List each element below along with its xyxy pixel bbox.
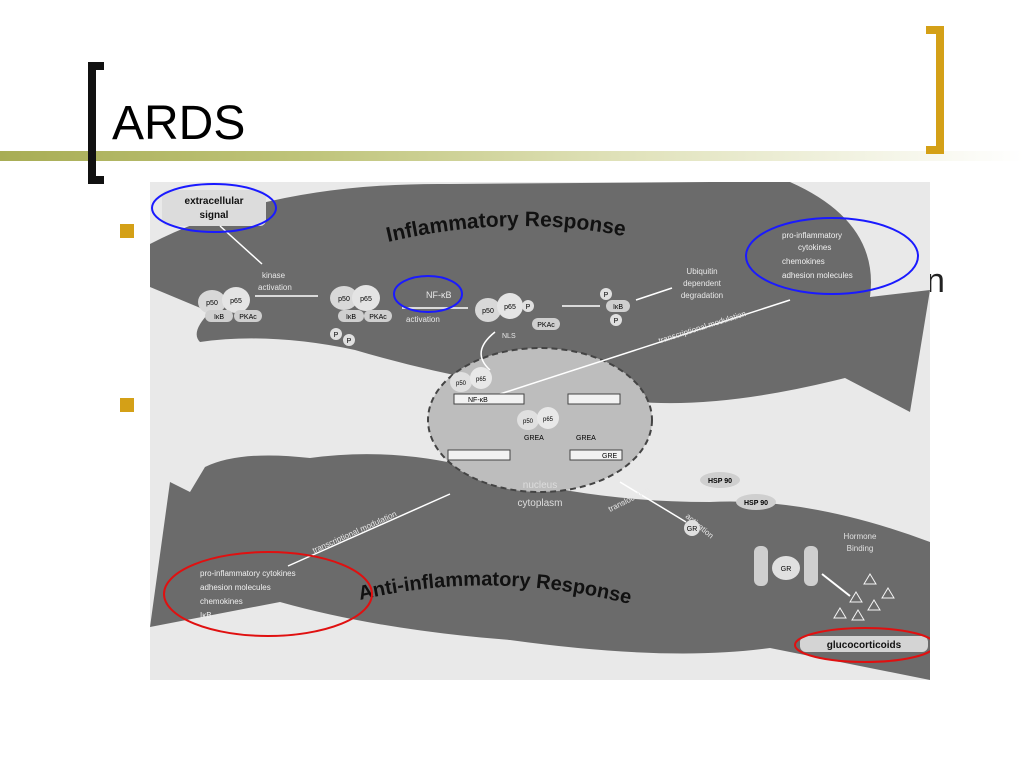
svg-text:adhesion molecules: adhesion molecules	[782, 271, 853, 280]
highlight-pro-inflammatory	[745, 217, 919, 295]
svg-text:GREA: GREA	[576, 435, 596, 442]
nfkb-free-dimer: p50 p65 P PKAc NLS	[475, 293, 560, 340]
svg-text:HSP 90: HSP 90	[744, 500, 768, 507]
kinase-activation-line-2: activation	[258, 283, 292, 292]
hsp90-chaperones: HSP 90 HSP 90	[700, 472, 776, 510]
svg-text:adhesion molecules: adhesion molecules	[200, 583, 271, 592]
glucocorticoids-box	[800, 636, 928, 652]
gr-hsp90-complex: GR	[754, 546, 818, 586]
svg-text:IκB: IκB	[613, 304, 623, 311]
svg-text:P: P	[526, 304, 531, 311]
svg-text:cytokines: cytokines	[798, 243, 831, 252]
svg-text:p65: p65	[476, 377, 487, 383]
glucocorticoid-molecules	[833, 573, 895, 621]
hormone-binding-line-2: Binding	[847, 544, 874, 553]
extracellular-signal-line-1: extracellular	[185, 196, 244, 207]
svg-text:p65: p65	[230, 298, 242, 305]
highlight-anti-inflammatory-effects	[163, 551, 373, 637]
svg-text:GRE: GRE	[602, 453, 618, 460]
left-bracket-decoration	[88, 62, 104, 184]
svg-text:p65: p65	[504, 304, 516, 311]
gr-monomer	[684, 520, 700, 536]
bullet-marker	[120, 224, 134, 238]
extracellular-signal-line-2: signal	[200, 210, 229, 221]
ikb-degradation-complex: P IκB P	[600, 288, 630, 326]
svg-text:p50: p50	[482, 308, 494, 315]
svg-text:IκB: IκB	[214, 314, 224, 321]
svg-text:P: P	[334, 332, 339, 339]
svg-text:P: P	[347, 338, 352, 345]
svg-text:IκB: IκB	[346, 314, 356, 321]
svg-text:chemokines: chemokines	[782, 257, 825, 266]
nucleus-contents: p50 p65 NF-κB p50 p65 GREA GREA GRE	[447, 367, 623, 461]
svg-text:NLS: NLS	[502, 333, 516, 340]
ubiquitin-line-1: Ubiquitin	[686, 267, 717, 276]
svg-text:PKAc: PKAc	[239, 314, 257, 321]
hormone-binding-line-1: Hormone	[844, 532, 877, 541]
svg-text:IκB: IκB	[200, 611, 212, 620]
degradation-arrow-2	[635, 287, 673, 301]
highlight-glucocorticoids	[794, 627, 930, 663]
svg-text:GR: GR	[781, 566, 792, 573]
svg-text:GR: GR	[687, 526, 698, 533]
nuclear-import-arrow	[480, 331, 496, 371]
bullet-marker	[120, 398, 134, 412]
svg-text:PKAc: PKAc	[369, 314, 387, 321]
svg-text:p50: p50	[456, 381, 467, 387]
transcriptional-arrow-bottom	[287, 493, 451, 567]
translocation-arrow	[619, 481, 687, 523]
pro-inflammatory-effects-list: pro-inflammatory cytokines chemokines ad…	[782, 231, 853, 280]
slide-title: ARDS	[112, 97, 246, 150]
svg-text:p50: p50	[206, 300, 218, 307]
inflammatory-arrow-band	[150, 182, 930, 412]
svg-text:pro-inflammatory cytokines: pro-inflammatory cytokines	[200, 569, 296, 578]
protein-complex-phosphorylated: p50 p65 IκB PKAc P P	[330, 285, 392, 346]
ards-pathway-diagram: nucleus cytoplasm Inflammatory Response …	[150, 182, 930, 680]
svg-text:GREA: GREA	[524, 435, 544, 442]
kinase-activation-line-1: kinase	[262, 271, 286, 280]
cytoplasm-label: cytoplasm	[517, 498, 562, 509]
highlight-nfkb	[393, 275, 463, 313]
extracellular-signal-box	[162, 190, 266, 226]
svg-text:PKAc: PKAc	[537, 322, 555, 329]
protein-complex-inactive: p50 p65 IκB PKAc	[198, 287, 262, 322]
svg-text:NF-κB: NF-κB	[468, 397, 488, 404]
nfkb-activation-label: activation	[406, 315, 440, 324]
occluded-text-fragment: n	[926, 262, 945, 300]
svg-text:chemokines: chemokines	[200, 597, 243, 606]
highlight-extracellular-signal	[151, 183, 277, 233]
right-bracket-decoration	[926, 26, 944, 154]
svg-text:P: P	[614, 318, 619, 325]
nucleus-label: nucleus	[523, 480, 557, 491]
anti-inflammatory-arrow-band	[150, 454, 930, 680]
title-underline-bar	[0, 151, 1024, 161]
svg-text:p50: p50	[338, 296, 350, 303]
glucocorticoids-label: glucocorticoids	[827, 640, 902, 651]
ubiquitin-line-3: degradation	[681, 291, 723, 300]
ubiquitin-line-2: dependent	[683, 279, 722, 288]
svg-text:HSP 90: HSP 90	[708, 478, 732, 485]
svg-text:p65: p65	[543, 417, 554, 423]
svg-text:p65: p65	[360, 296, 372, 303]
anti-inflammatory-effects-list: pro-inflammatory cytokines adhesion mole…	[200, 569, 296, 620]
hormone-binding-arrow	[821, 573, 851, 597]
transcriptional-arrow-top	[499, 299, 791, 395]
nfkb-label: NF-κB	[426, 290, 452, 300]
svg-text:pro-inflammatory: pro-inflammatory	[782, 231, 842, 240]
svg-text:p50: p50	[523, 419, 534, 425]
svg-text:P: P	[604, 292, 609, 299]
